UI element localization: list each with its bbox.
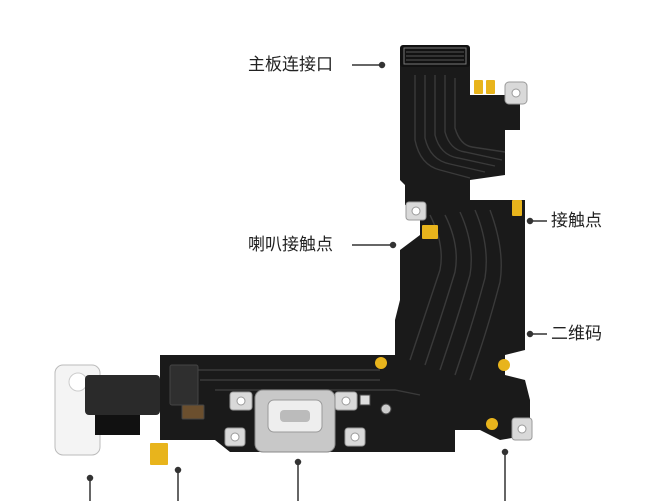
contact-pad xyxy=(486,418,498,430)
contact-pad xyxy=(150,443,168,465)
leader-lines xyxy=(86,61,547,501)
contact-pad xyxy=(474,80,483,94)
label-contact-right: 接触点 xyxy=(551,211,602,231)
label-speaker-contact: 喇叭接触点 xyxy=(248,235,333,255)
contact-pad xyxy=(486,80,495,94)
label-qr-code: 二维码 xyxy=(551,324,602,344)
contact-pad xyxy=(422,225,438,239)
chip-components xyxy=(169,364,392,420)
contact-pad xyxy=(512,200,522,216)
board-connector xyxy=(400,45,470,67)
metal-brackets xyxy=(224,81,533,447)
headphone-jack xyxy=(54,364,160,456)
contact-pad xyxy=(375,357,387,369)
gold-contacts xyxy=(150,80,522,465)
lightning-port xyxy=(254,389,336,453)
label-board-connector: 主板连接口 xyxy=(248,55,333,75)
contact-pad xyxy=(498,359,510,371)
